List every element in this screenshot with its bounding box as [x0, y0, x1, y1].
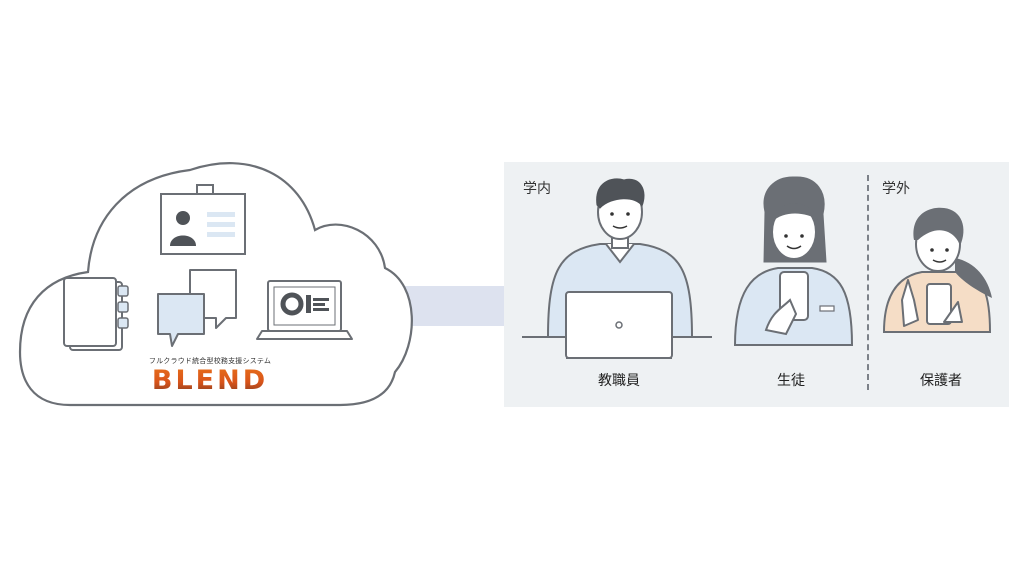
logo-subtitle: フルクラウド統合型校務支援システム — [148, 357, 272, 365]
inside-outside-divider — [867, 175, 869, 390]
blend-logo: BLEND — [148, 365, 272, 396]
role-label-student: 生徒 — [777, 373, 805, 389]
chat-bubbles-icon — [157, 269, 237, 347]
staff-figure — [522, 178, 712, 359]
zone-label-inside: 学内 — [523, 181, 551, 197]
laptop-dashboard-icon — [256, 280, 353, 340]
student-figure — [733, 176, 854, 346]
role-label-guardian: 保護者 — [920, 373, 962, 389]
id-card-icon — [160, 184, 246, 255]
guardian-figure — [882, 207, 992, 333]
notebook-icon — [63, 277, 129, 351]
zone-label-outside: 学外 — [882, 181, 910, 197]
role-label-staff: 教職員 — [598, 373, 640, 389]
